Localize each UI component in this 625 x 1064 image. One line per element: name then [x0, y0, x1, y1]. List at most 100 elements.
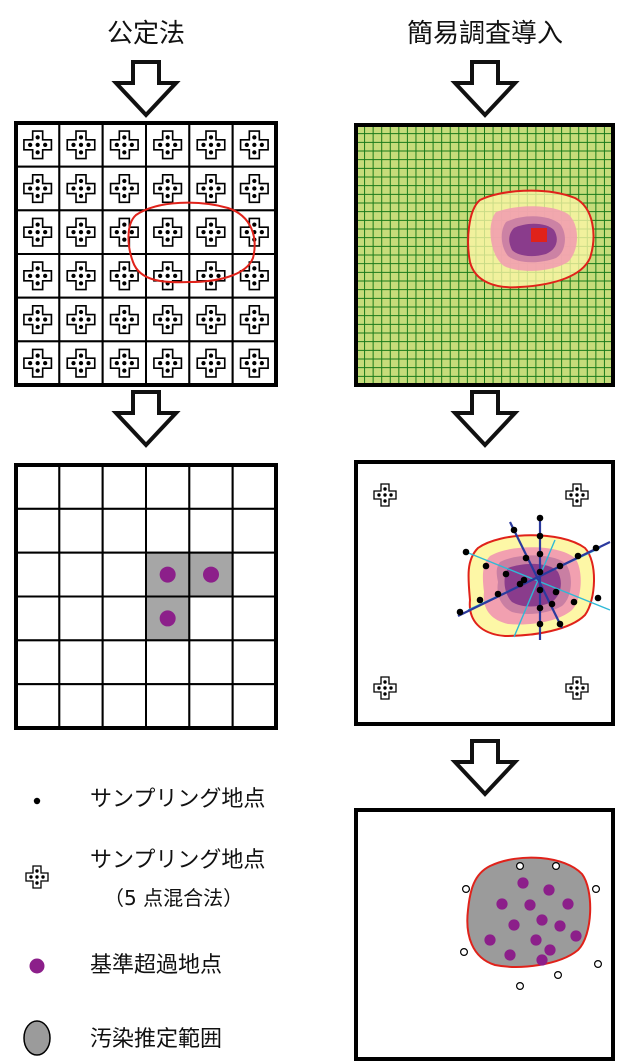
composite-cell [101, 209, 147, 255]
composite-cell [58, 122, 104, 168]
simple-survey-fine-grid [354, 123, 615, 387]
legend-composite-point: サンプリング地点 [90, 848, 265, 873]
grid-cell [15, 507, 61, 554]
sampling-points [456, 514, 602, 628]
composite-cell [231, 340, 278, 387]
sampling-point [552, 588, 560, 596]
grid-cell [145, 507, 191, 554]
grid-cell [231, 683, 278, 730]
exceed-point [524, 899, 536, 911]
exceed-point [570, 930, 582, 942]
detail-contour [467, 534, 595, 638]
grid-cell [58, 464, 104, 510]
grid-cell [101, 595, 147, 642]
legend-estimated-range: 汚染推定範囲 [90, 1027, 222, 1052]
sampling-point-icon [33, 797, 41, 805]
grid-cell [101, 507, 147, 554]
arrow-right-1 [453, 60, 517, 117]
sampling-point [460, 947, 469, 956]
sampling-point [574, 552, 582, 560]
exceed-point-icon [29, 958, 45, 974]
legend-exceed-point: 基準超過地点 [90, 953, 222, 978]
composite-cell [58, 340, 104, 387]
sampling-point [515, 981, 524, 990]
sampling-point [592, 544, 600, 552]
exceed-point [517, 877, 529, 889]
composite-cell [188, 253, 234, 299]
composite-cell [231, 122, 278, 168]
grid-cell [231, 551, 278, 598]
arrow-left-1 [114, 60, 178, 117]
grid-cell [58, 683, 104, 730]
exceed-point [544, 944, 556, 956]
composite-cell [58, 209, 104, 255]
composite-cell [15, 122, 61, 168]
exceed-point [496, 898, 508, 910]
exceed-point [554, 920, 566, 932]
legend-composite-note: （5 点混合法） [104, 886, 243, 910]
grid-cell [145, 464, 191, 510]
sampling-point [536, 532, 544, 540]
grid-cell [231, 595, 278, 642]
exceed-point [504, 949, 516, 961]
exceed-point [159, 610, 176, 627]
official-method-result-grid [14, 463, 278, 730]
official-method-composite-grid [14, 121, 278, 387]
sampling-point [551, 861, 560, 870]
composite-cell [145, 253, 191, 299]
composite-cell [15, 340, 61, 387]
composite-cell [101, 296, 147, 343]
grid-cell [188, 464, 234, 510]
arrow-right-2 [453, 390, 517, 447]
exceed-point [530, 934, 542, 946]
grid-cell [15, 639, 61, 686]
sampling-point [520, 576, 528, 584]
arrow-right-3 [453, 739, 517, 796]
sampling-point [482, 562, 490, 570]
sampling-point [548, 600, 556, 608]
exceed-point [508, 919, 520, 931]
exceed-point [159, 566, 176, 583]
grid-cell [101, 464, 147, 510]
sampling-point [536, 550, 544, 558]
sampling-point [536, 586, 544, 594]
arrow-left-2 [114, 390, 178, 447]
legend-sampling-point: サンプリング地点 [90, 787, 265, 812]
composite-cell [15, 209, 61, 255]
sampling-point [591, 884, 600, 893]
grid-cell [101, 639, 147, 686]
sampling-point [510, 526, 518, 534]
composite-cell [188, 209, 234, 255]
composite-cell [188, 122, 234, 168]
grid-cell [15, 683, 61, 730]
grid-cell [58, 551, 104, 598]
sampling-point [462, 884, 471, 893]
sampling-point [556, 620, 564, 628]
sampling-point [536, 568, 544, 576]
simple-survey-result-panel [354, 808, 615, 1061]
grid-cell [231, 639, 278, 686]
composite-cell [15, 253, 61, 299]
composite-cell [145, 209, 191, 255]
composite-cell [101, 253, 147, 299]
composite-cell [188, 296, 234, 343]
grid-cell [101, 551, 147, 598]
composite-cell [58, 253, 104, 299]
grid-cell [188, 595, 234, 642]
grid-cell [231, 507, 278, 554]
exceed-point [543, 884, 555, 896]
sampling-point [456, 608, 464, 616]
composite-cell [231, 165, 278, 212]
sampling-point [593, 959, 602, 968]
composite-cell [15, 165, 61, 212]
grid-cell [145, 639, 191, 686]
estimated-range [466, 856, 592, 968]
grid-cell [15, 551, 61, 598]
composite-cell [231, 253, 278, 299]
sampling-point [536, 514, 544, 522]
exceed-point [484, 934, 496, 946]
grid-cell [145, 683, 191, 730]
composite-point-icon [25, 865, 49, 889]
composite-cell [188, 340, 234, 387]
